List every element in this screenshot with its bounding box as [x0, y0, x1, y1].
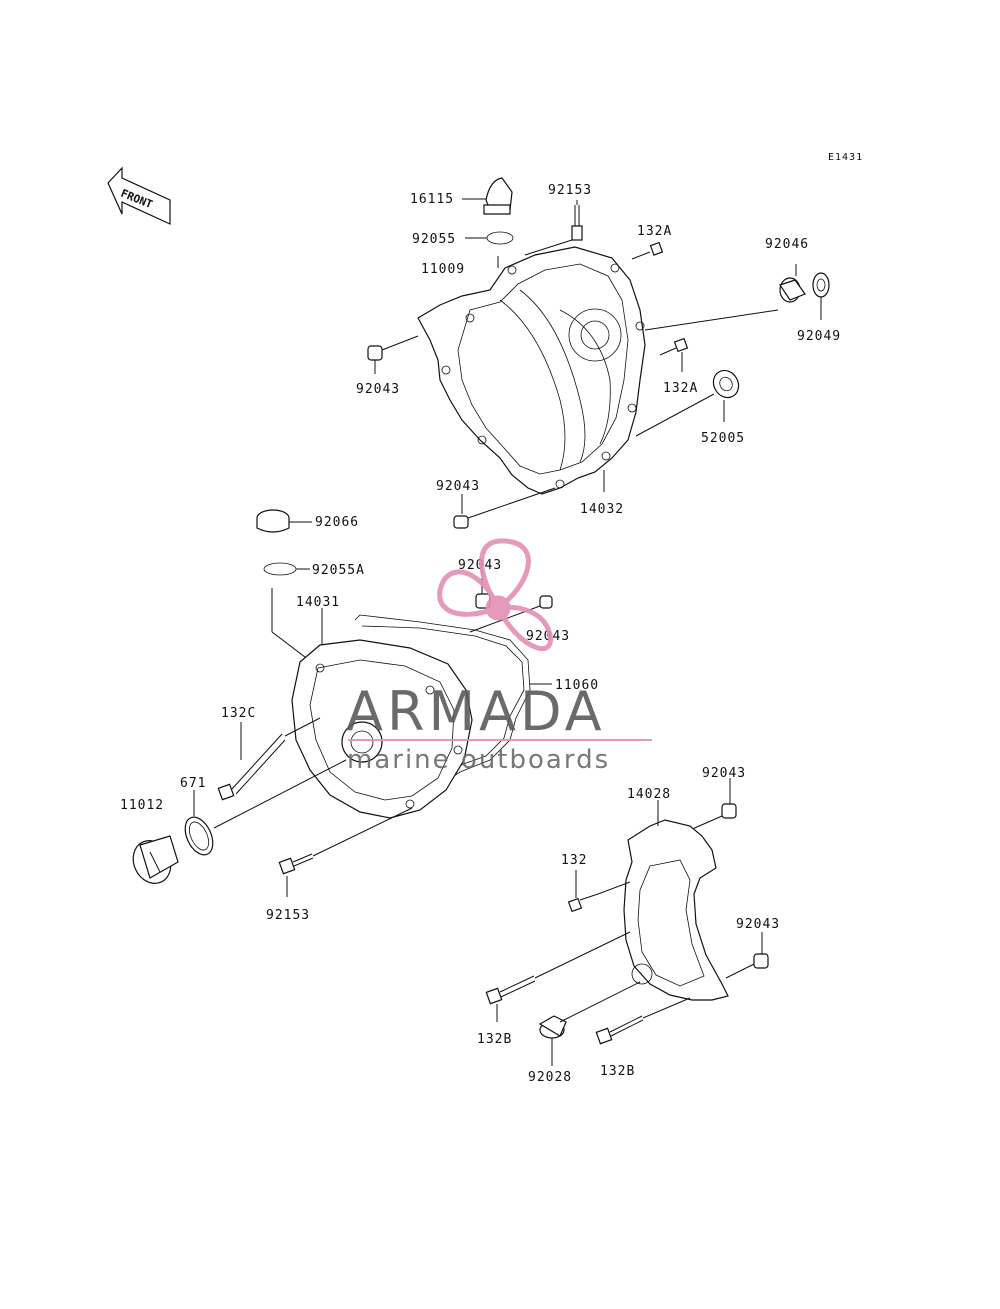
- dowel-pin-part: [453, 515, 469, 529]
- plug-part: [256, 509, 290, 533]
- label-16115: 16115: [410, 192, 454, 207]
- label-14031: 14031: [296, 595, 340, 610]
- label-11009: 11009: [421, 262, 465, 277]
- label-671: 671: [180, 776, 206, 791]
- inspection-cap-part: [132, 835, 179, 884]
- label-132: 132: [561, 853, 587, 868]
- label-92055A: 92055A: [312, 563, 365, 578]
- label-92055: 92055: [412, 232, 456, 247]
- dowel-pin-part: [753, 953, 769, 969]
- watermark-logo: ARMADA marine outboards: [346, 538, 652, 775]
- label-92028: 92028: [528, 1070, 572, 1085]
- label-92153-bottom: 92153: [266, 908, 310, 923]
- o-ring-part: [486, 231, 514, 245]
- label-11012: 11012: [120, 798, 164, 813]
- bolt-part: [567, 893, 599, 913]
- watermark-subtitle: marine outboards: [347, 745, 610, 775]
- bolt-part: [217, 733, 286, 801]
- bolt-part: [278, 853, 314, 875]
- bolt-part: [485, 975, 536, 1005]
- label-14032: 14032: [580, 502, 624, 517]
- label-132B-right: 132B: [600, 1064, 635, 1079]
- front-arrow-icon: FRONT: [107, 166, 171, 225]
- label-92153-top: 92153: [548, 183, 592, 198]
- bolt-part: [595, 1015, 644, 1045]
- label-92066: 92066: [315, 515, 359, 530]
- collar-part: [538, 1015, 567, 1039]
- watermark-title: ARMADA: [346, 680, 606, 743]
- label-132C: 132C: [221, 706, 256, 721]
- diagram-code: E1431: [828, 152, 863, 163]
- bolt-part: [571, 205, 583, 241]
- label-132A-top: 132A: [637, 224, 672, 239]
- label-92049: 92049: [797, 329, 841, 344]
- label-132A-mid: 132A: [663, 381, 698, 396]
- bolt-part: [659, 337, 689, 356]
- dowel-pin-part: [721, 803, 737, 819]
- bushing-part: [779, 277, 806, 303]
- label-14028: 14028: [627, 787, 671, 802]
- dowel-pin-part: [367, 345, 383, 361]
- label-132B-left: 132B: [477, 1032, 512, 1047]
- propeller-icon: [437, 538, 553, 651]
- oil-seal-part: [812, 272, 830, 298]
- label-11060: 11060: [555, 678, 599, 693]
- bolt-part: [631, 241, 664, 260]
- o-ring-part: [184, 816, 214, 856]
- label-92043-bottom-upper: 92043: [436, 479, 480, 494]
- label-92043-right1: 92043: [702, 766, 746, 781]
- o-ring-part: [263, 562, 297, 576]
- generator-cover-part: [291, 639, 473, 819]
- label-52005: 52005: [701, 431, 745, 446]
- sprocket-cover-part: [623, 819, 729, 1001]
- dowel-pin-part: [539, 595, 553, 609]
- seal-ring-part: [712, 369, 740, 399]
- clutch-cover-part: [417, 246, 646, 495]
- label-92043-center2: 92043: [526, 629, 570, 644]
- oil-filler-cap-part: [483, 177, 513, 215]
- label-92046: 92046: [765, 237, 809, 252]
- label-92043-right2: 92043: [736, 917, 780, 932]
- label-92043-left: 92043: [356, 382, 400, 397]
